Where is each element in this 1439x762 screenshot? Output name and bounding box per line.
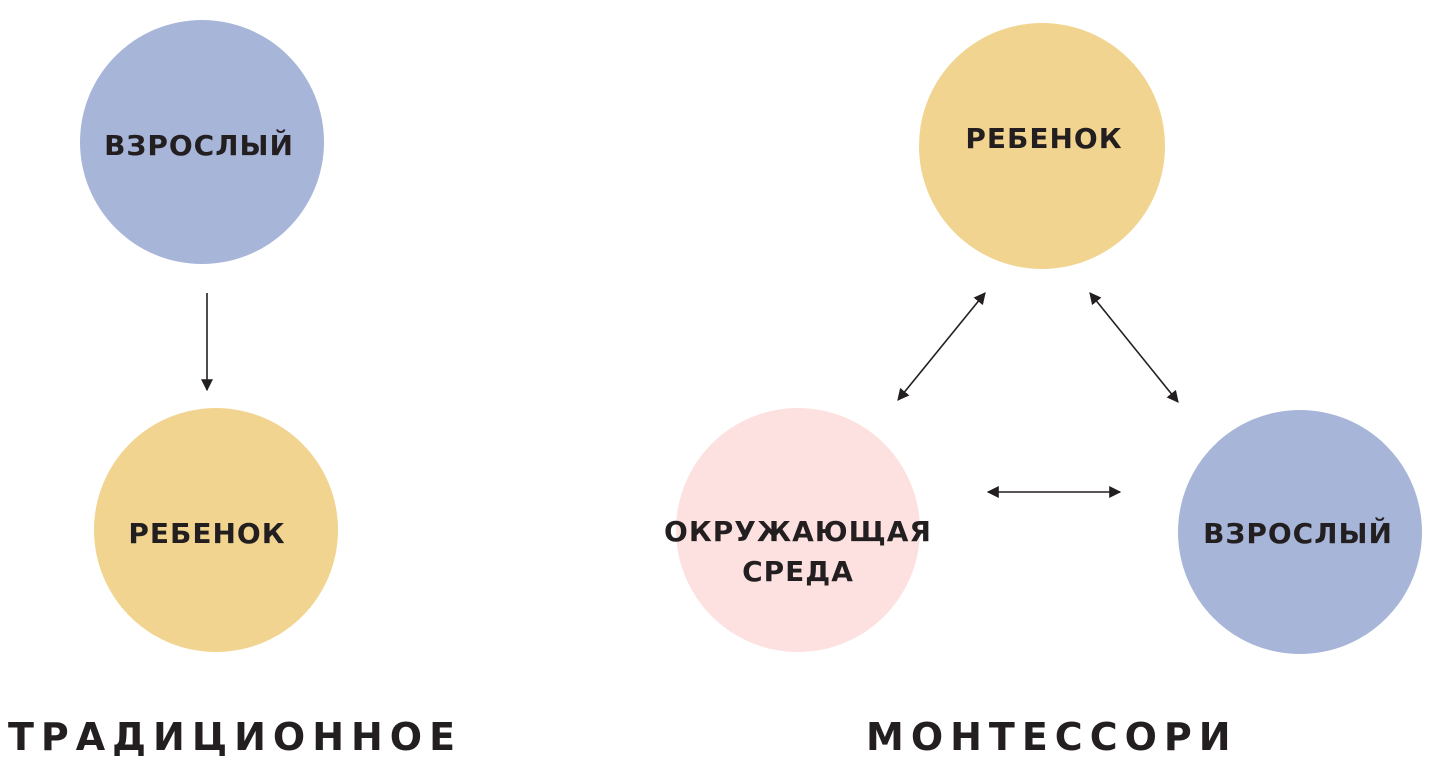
arrow-environment-child: [897, 292, 986, 401]
montessori-child-circle: [919, 23, 1165, 269]
montessori-environment-circle: [676, 408, 920, 652]
traditional-child-label: РЕБЕНОК: [128, 517, 285, 550]
montessori-adult-circle: [1178, 410, 1422, 654]
montessori-environment-label-line2: СРЕДА: [742, 555, 854, 588]
montessori-environment-label-line1: ОКРУЖАЮЩАЯ: [664, 515, 932, 548]
traditional-adult-circle: [80, 20, 324, 264]
traditional-title: ТРАДИЦИОННОЕ: [8, 715, 462, 759]
montessori-title: МОНТЕССОРИ: [866, 715, 1238, 759]
montessori-adult-label: ВЗРОСЛЫЙ: [1203, 516, 1393, 550]
traditional-child-circle: [94, 408, 338, 652]
arrow-child-adult: [1089, 292, 1179, 403]
traditional-adult-label: ВЗРОСЛЫЙ: [104, 128, 294, 162]
montessori-child-label: РЕБЕНОК: [965, 122, 1122, 155]
